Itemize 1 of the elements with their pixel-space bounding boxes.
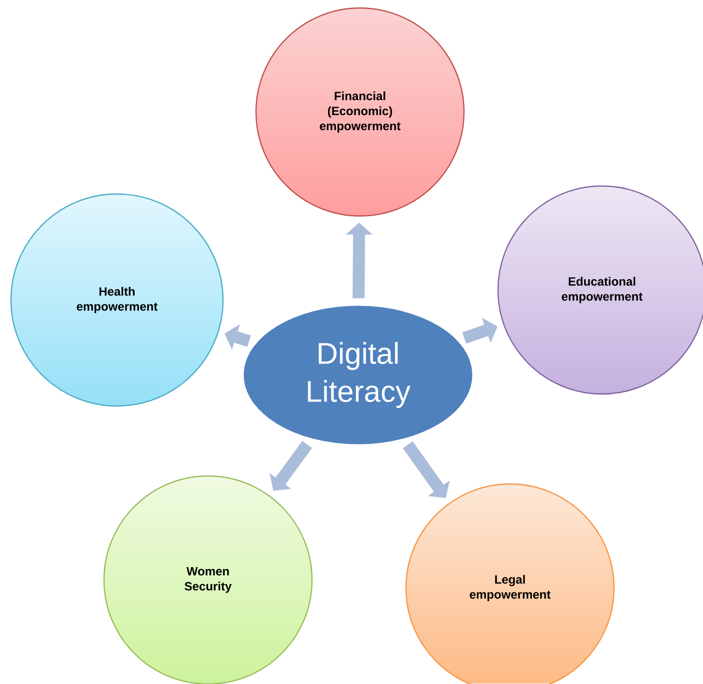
block-arrow: [402, 441, 450, 498]
